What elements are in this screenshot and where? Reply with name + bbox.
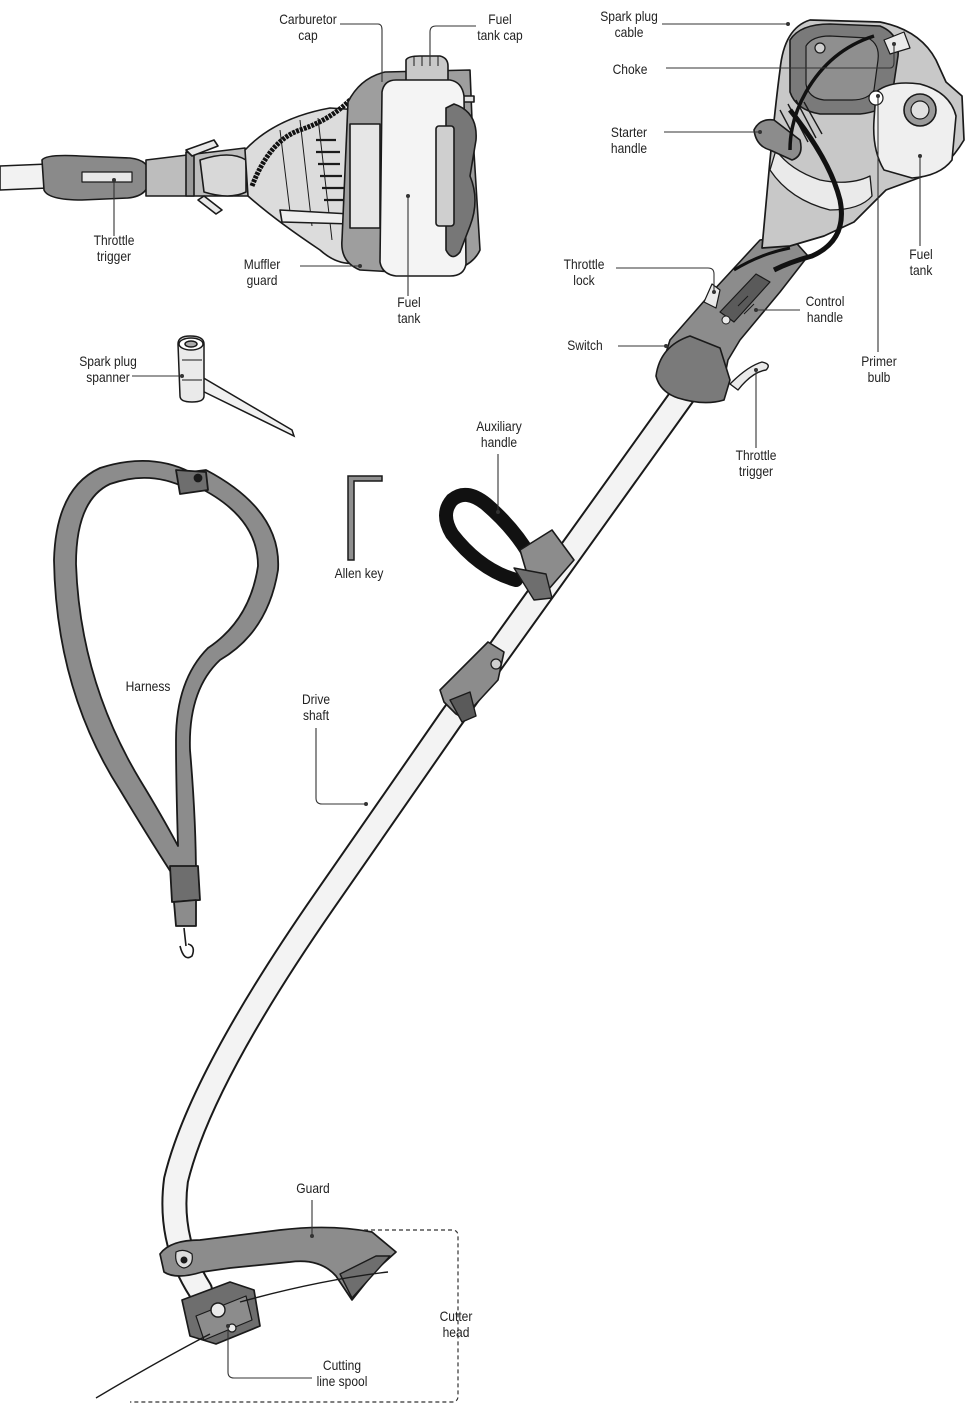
label-choke: Choke bbox=[612, 61, 648, 77]
cutter-head-outline bbox=[130, 1229, 459, 1403]
label-switch: Switch bbox=[567, 337, 603, 353]
allen-key-drawing bbox=[347, 475, 383, 561]
leader-lines bbox=[112, 22, 922, 1379]
label-guard: Guard bbox=[296, 1180, 330, 1196]
spark-plug-spanner-drawing bbox=[177, 335, 296, 438]
label-harness: Harness bbox=[125, 678, 171, 694]
trimmer-main-drawing bbox=[95, 19, 965, 1399]
engine-closeup-drawing bbox=[0, 55, 481, 277]
label-allen-key: Allen key bbox=[334, 565, 384, 581]
harness-drawing bbox=[53, 460, 280, 959]
